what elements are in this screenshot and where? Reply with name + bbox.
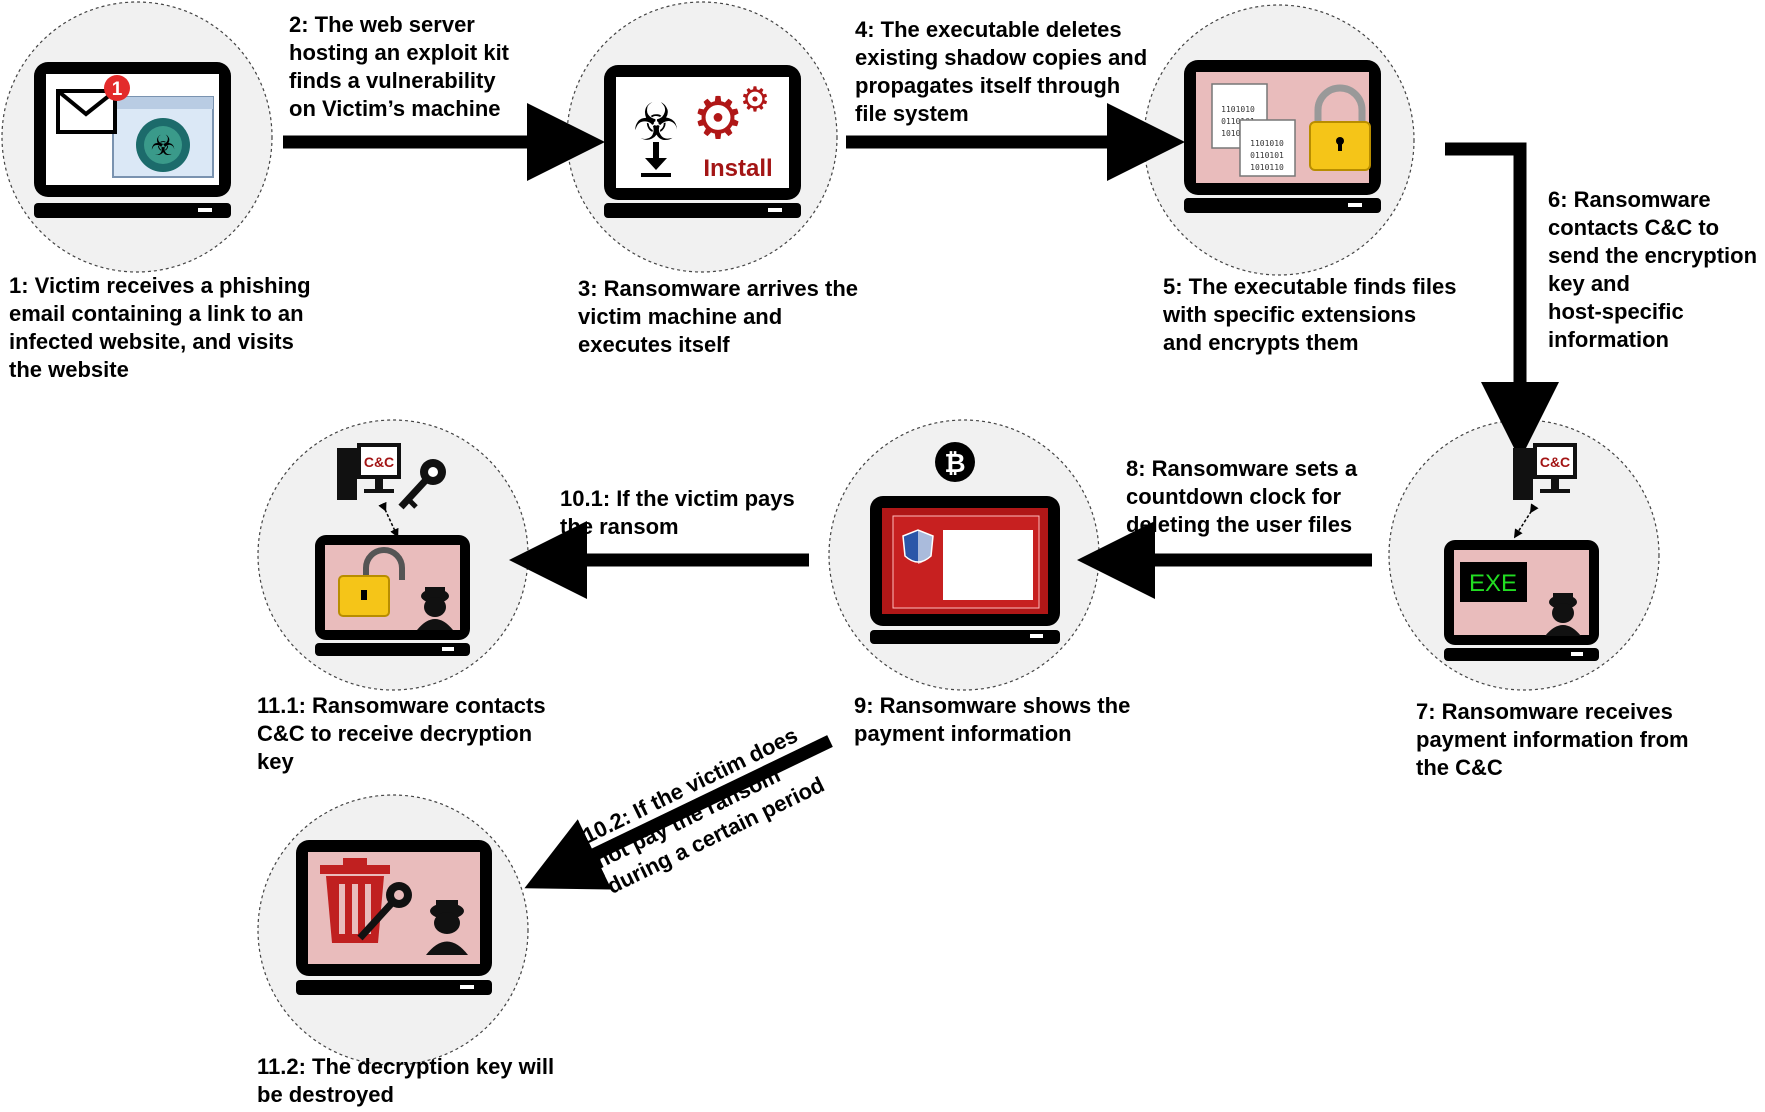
gears-icon: ⚙ (692, 84, 744, 152)
svg-text:1010110: 1010110 (1250, 163, 1284, 172)
unlocked-padlock-icon (338, 547, 405, 617)
label-step-5: 5: The executable finds files with speci… (1163, 274, 1457, 355)
label-step-1: 1: Victim receives a phishing email cont… (9, 273, 311, 382)
laptop-step-11-2 (296, 840, 492, 995)
label-step-9: 9: Ransomware shows the payment informat… (854, 693, 1131, 746)
label-step-8: 8: Ransomware sets a countdown clock for… (1126, 456, 1358, 537)
laptop-step-7: C&C EXE (1444, 443, 1599, 661)
stage-circles (1, 1, 1660, 1066)
laptop-touchpad (442, 647, 454, 651)
bitcoin-icon: ₿ (935, 442, 975, 482)
label-step-11-2: 11.2: The decryption key will be destroy… (257, 1054, 555, 1107)
laptop-step-9: ₿ (870, 442, 1060, 644)
laptop-step-3: ☣ ⚙ ⚙ Install (604, 65, 801, 218)
label-step-4: 4: The executable deletes existing shado… (855, 17, 1148, 126)
screen (616, 77, 789, 188)
svg-text:0110101: 0110101 (1250, 151, 1284, 160)
svg-text:1101010: 1101010 (1250, 139, 1284, 148)
label-step-6: 6: Ransomware contacts C&C to send the e… (1548, 187, 1758, 352)
laptop-touchpad (1030, 634, 1043, 638)
svg-text:1010110: 1010110 (1221, 129, 1255, 138)
cc-server-icon: C&C (1513, 443, 1577, 500)
arrow-step-10-2 (524, 735, 833, 890)
label-step-10-1: 10.1: If the victim pays the ransom (560, 486, 795, 539)
browser-titlebar (113, 97, 213, 109)
flow-arrows (283, 103, 1559, 890)
laptop-step-5: 1101010 0110101 1010110 1101010 0110101 … (1184, 60, 1381, 213)
laptop-base (870, 630, 1060, 644)
hacker-icon (426, 900, 468, 955)
svg-text:0110101: 0110101 (1221, 117, 1255, 126)
laptop-base (1184, 198, 1381, 213)
laptop-base (315, 643, 470, 656)
biohazard-globe-icon: ☣ (136, 118, 190, 172)
laptop-touchpad (768, 208, 782, 212)
label-step-7: 7: Ransomware receives payment informati… (1416, 699, 1689, 780)
laptop-step-1: ☣ 1 (34, 62, 231, 218)
notification-count: 1 (112, 79, 123, 100)
shield-icon (902, 529, 934, 564)
cc-server-icon: C&C (337, 443, 401, 500)
arrow-step-6 (1445, 142, 1559, 460)
label-step-2: 2: The web server hosting an exploit kit… (289, 12, 510, 121)
label-step-11-1: 11.1: Ransomware contacts C&C to receive… (257, 693, 546, 774)
bitcoin-symbol: ₿ (944, 449, 965, 479)
label-step-3: 3: Ransomware arrives the victim machine… (578, 276, 859, 357)
cc-text: C&C (364, 454, 394, 470)
exe-box (1460, 562, 1527, 602)
envelope-icon (56, 89, 117, 134)
key-icon (357, 882, 412, 941)
laptop-base (296, 980, 492, 995)
laptop-base (34, 203, 231, 218)
hacker-icon (417, 587, 453, 630)
svg-text:☣: ☣ (150, 129, 175, 162)
install-text: Install (703, 155, 772, 182)
exe-text: EXE (1469, 570, 1517, 597)
laptop-base (1444, 648, 1599, 661)
hacker-icon (1545, 593, 1581, 636)
laptop-touchpad (198, 208, 212, 212)
notification-badge: 1 (104, 75, 130, 101)
laptop-touchpad (460, 985, 474, 989)
encrypted-file-icon: 1101010 0110101 1010110 (1239, 119, 1296, 177)
cc-text: C&C (1540, 454, 1570, 470)
laptop-touchpad (1571, 652, 1583, 656)
small-gear-icon: ⚙ (740, 80, 770, 120)
laptop-touchpad (1348, 203, 1362, 207)
key-icon (398, 459, 446, 510)
laptop-step-11-1: C&C (315, 443, 470, 656)
padlock-icon (1309, 84, 1371, 171)
ransom-text-panel (943, 530, 1033, 600)
download-arrow-icon (641, 142, 671, 177)
laptop-base (604, 203, 801, 218)
svg-text:1101010: 1101010 (1221, 105, 1255, 114)
